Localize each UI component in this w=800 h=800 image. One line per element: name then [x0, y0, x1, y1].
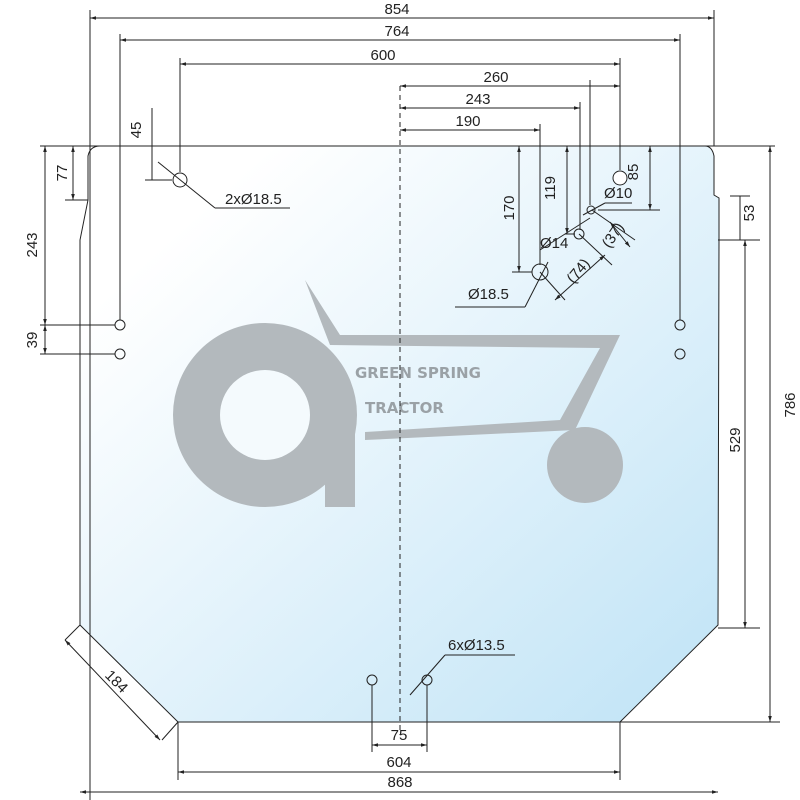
dim-868: 868 [387, 774, 412, 791]
hole [586, 205, 596, 215]
dim-85: 85 [625, 164, 642, 181]
dim-190: 190 [455, 113, 480, 130]
dim-243-top: 243 [465, 91, 490, 108]
dim-243-left: 243 [24, 232, 41, 257]
dim-77: 77 [54, 165, 71, 182]
hole [421, 674, 433, 686]
hole [172, 172, 188, 188]
dim-854: 854 [384, 1, 409, 18]
dim-604: 604 [386, 754, 411, 771]
dim-119: 119 [542, 176, 559, 200]
dim-786: 786 [782, 392, 799, 417]
hole [531, 263, 549, 281]
dim-600: 600 [370, 47, 395, 64]
dim-53: 53 [741, 205, 758, 222]
dim-75: 75 [391, 727, 408, 744]
label-6x-dia-13-5: 6xØ13.5 [448, 637, 505, 654]
holes [114, 170, 686, 686]
hole [573, 228, 585, 240]
dim-170: 170 [501, 195, 518, 220]
hole [114, 319, 126, 331]
label-dia-18-5: Ø18.5 [468, 286, 509, 303]
dim-764: 764 [384, 23, 409, 40]
dim-39: 39 [24, 332, 41, 349]
dim-529: 529 [727, 427, 744, 452]
hole [114, 348, 126, 360]
label-2x-dia-18-5: 2xØ18.5 [225, 191, 282, 208]
logo-line-1: GREEN SPRING [355, 364, 481, 382]
green-spring-tractor-logo: GREEN SPRING TRACTOR [173, 280, 623, 507]
hole [366, 674, 378, 686]
hole [612, 170, 628, 186]
label-dia-10: Ø10 [604, 185, 632, 202]
logo-line-2: TRACTOR [365, 399, 444, 417]
label-dia-14: Ø14 [540, 235, 568, 252]
hole [674, 319, 686, 331]
dim-260: 260 [483, 69, 508, 86]
hole [674, 348, 686, 360]
dim-45: 45 [128, 122, 145, 139]
